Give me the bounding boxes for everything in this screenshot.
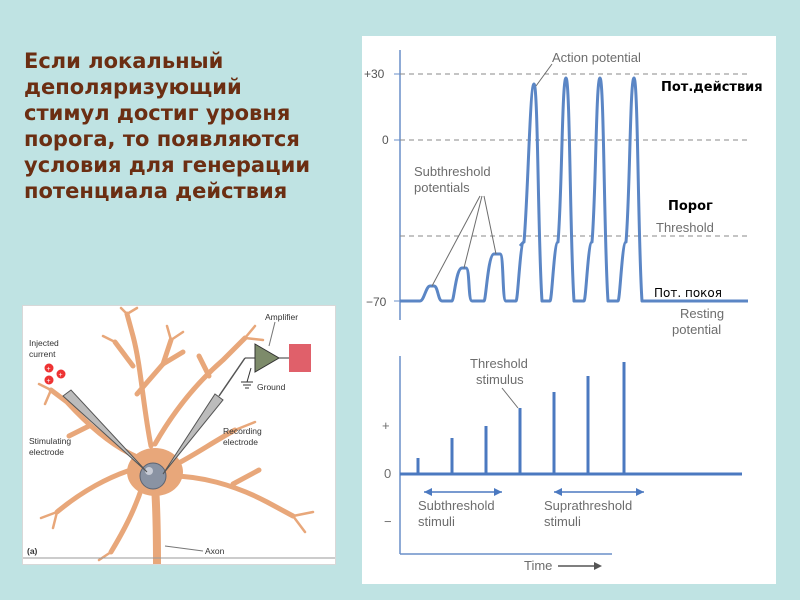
stimulus-zero-label: 0 xyxy=(384,466,391,481)
subthreshold-label-2: potentials xyxy=(414,180,470,195)
statement-line: стимул достиг уровня xyxy=(24,101,291,125)
axon xyxy=(151,485,161,565)
thin-dendrites xyxy=(37,306,315,562)
resting-label-1: Resting xyxy=(680,306,724,321)
amplifier-icon xyxy=(254,343,280,373)
statement-line: порога, то появляются xyxy=(24,127,300,151)
subthreshold-label-1: Subthreshold xyxy=(414,164,491,179)
arrowhead-left-icon xyxy=(554,488,562,496)
ground-wire xyxy=(246,367,252,383)
recording-electrode xyxy=(162,393,224,475)
neuron-experiment-panel: Amplifier Ground Injected current + + + … xyxy=(22,305,336,565)
recorder-box xyxy=(289,344,311,372)
neuron-svg: Amplifier Ground Injected current + + + … xyxy=(23,306,335,565)
ground-label: Ground xyxy=(257,382,286,392)
panel-letter-label: (a) xyxy=(27,546,38,556)
figure-svg: +30 0 −70 Action potential Subthreshold … xyxy=(364,50,748,573)
stimulating-electrode-label-1: Stimulating xyxy=(29,436,71,446)
injected-current-label-1: Injected xyxy=(29,338,59,348)
subthreshold-pointer-2 xyxy=(463,195,483,269)
ru-resting-label: Пот. покоя xyxy=(654,286,722,300)
stimulating-electrode xyxy=(62,389,148,473)
threshold-stimulus-pointer xyxy=(501,387,519,409)
ytick-0-label: 0 xyxy=(382,133,389,147)
membrane-trace xyxy=(400,76,748,303)
subthreshold-pointer-3 xyxy=(483,195,497,255)
action-potential-pointer xyxy=(535,63,553,87)
axon-label: Axon xyxy=(205,546,225,556)
svg-text:+: + xyxy=(59,372,63,379)
threshold-stimulus-label-1: Threshold xyxy=(470,356,528,371)
arrowhead-right-icon xyxy=(494,488,502,496)
time-label: Time xyxy=(524,558,552,573)
arrowhead-left-icon xyxy=(424,488,432,496)
action-potential-label: Action potential xyxy=(552,50,641,65)
recording-electrode-label-2: electrode xyxy=(223,437,258,447)
subthreshold-stimuli-label-1: Subthreshold xyxy=(418,498,495,513)
stimulus-minus-label: − xyxy=(384,514,392,529)
statement-line: условия для генерации xyxy=(24,153,311,177)
subthreshold-stimuli-label-2: stimuli xyxy=(418,514,455,529)
subthreshold-pointer-1 xyxy=(431,195,481,287)
ru-action-potential-label: Пот.действия xyxy=(661,80,763,95)
membrane-potential-figure: +30 0 −70 Action potential Subthreshold … xyxy=(362,36,776,584)
threshold-label: Threshold xyxy=(656,220,714,235)
time-arrowhead-icon xyxy=(594,562,602,570)
svg-text:+: + xyxy=(47,378,51,385)
trace-join xyxy=(518,240,525,248)
nucleus-highlight xyxy=(145,467,153,475)
stimulus-plus-label: + xyxy=(382,418,390,433)
threshold-stimulus-label-2: stimulus xyxy=(476,372,524,387)
recording-electrode-label-1: Recording xyxy=(223,426,262,436)
amplifier-label: Amplifier xyxy=(265,312,298,322)
suprathreshold-stimuli-label-2: stimuli xyxy=(544,514,581,529)
axon-pointer xyxy=(164,545,204,552)
svg-text:+: + xyxy=(47,366,51,373)
amplifier-pointer xyxy=(268,321,276,347)
slide-statement: Если локальный деполяризующий стимул дос… xyxy=(24,48,344,204)
ytick-30-label: +30 xyxy=(364,67,385,81)
positive-charge-icons: + + + xyxy=(44,363,66,385)
nucleus xyxy=(139,462,167,490)
ru-threshold-label: Порог xyxy=(668,199,713,214)
injected-current-label-2: current xyxy=(29,349,56,359)
ytick-m70-label: −70 xyxy=(366,295,387,309)
stimulating-electrode-label-2: electrode xyxy=(29,447,64,457)
statement-line: Если локальный xyxy=(24,49,224,73)
resting-label-2: potential xyxy=(672,322,721,337)
suprathreshold-stimuli-label-1: Suprathreshold xyxy=(544,498,632,513)
arrowhead-right-icon xyxy=(636,488,644,496)
recording-wire xyxy=(218,357,246,397)
statement-line: деполяризующий xyxy=(24,75,242,99)
statement-line: потенциала действия xyxy=(24,179,288,203)
